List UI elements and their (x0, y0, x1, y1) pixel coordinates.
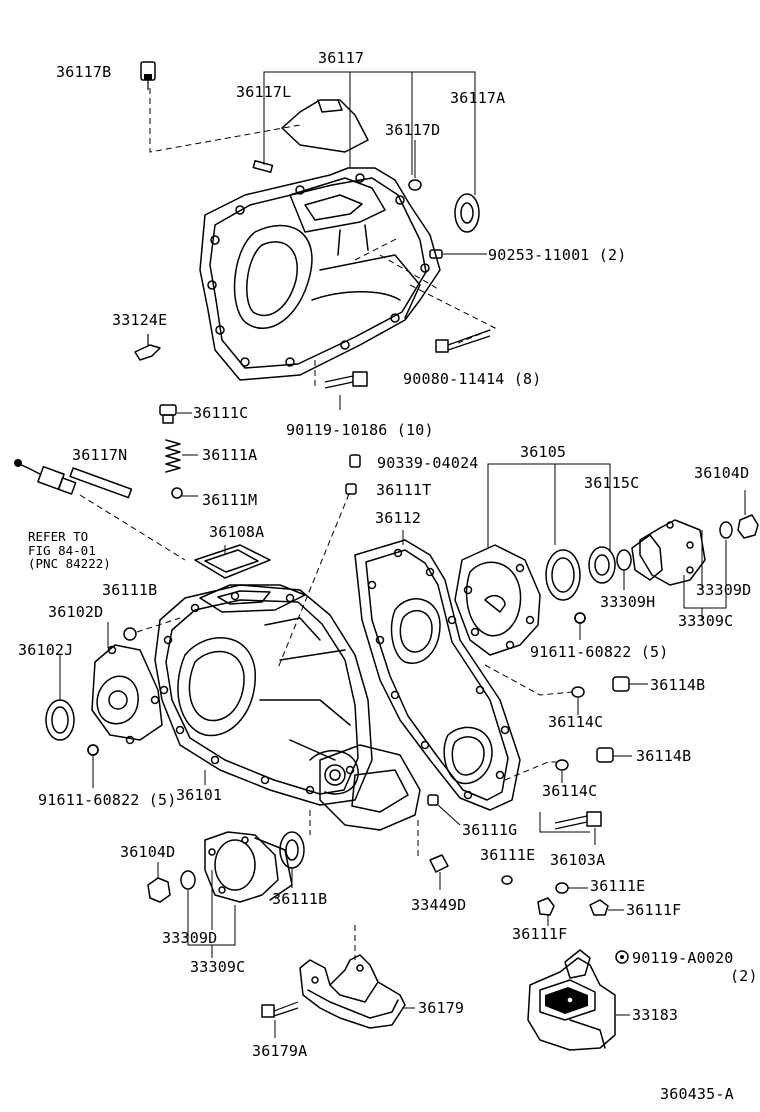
diagram-id: 360435-A (660, 1085, 734, 1103)
label-36111M: 36111M (202, 491, 258, 509)
case-cover-36112 (354, 530, 521, 811)
label-36114C-2: 36114C (542, 782, 598, 800)
extension-housing-36117 (199, 167, 441, 381)
label-33309H: 33309H (600, 593, 656, 611)
label-90119-10186: 90119-10186 (10) (286, 421, 434, 439)
label-36117: 36117 (318, 49, 365, 67)
label-36104D-left: 36104D (120, 843, 176, 861)
label-36104D-right: 36104D (694, 464, 750, 482)
label-36111T: 36111T (376, 481, 432, 499)
label-90119-A0020: 90119-A0020 (632, 949, 734, 967)
label-36111B-bottom: 36111B (272, 890, 328, 908)
label-33309C-right: 33309C (678, 612, 734, 630)
label-36111A: 36111A (202, 446, 258, 464)
label-91611-60822-right: 91611-60822 (5) (530, 643, 669, 661)
label-36117A: 36117A (450, 89, 506, 107)
label-36115C: 36115C (584, 474, 640, 492)
label-33183: 33183 (632, 1006, 679, 1024)
label-33124E: 33124E (112, 311, 168, 329)
label-33449D: 33449D (411, 896, 467, 914)
label-36101: 36101 (176, 786, 223, 804)
label-91611-60822-left: 91611-60822 (5) (38, 791, 177, 809)
label-36105: 36105 (520, 443, 567, 461)
small-parts-top (134, 61, 491, 389)
cover-36117L (281, 99, 369, 153)
label-90339-04024: 90339-04024 (377, 454, 479, 472)
refer-note-line2: FIG 84-01 (28, 542, 96, 558)
small-parts-bottom (417, 794, 624, 926)
label-90253-11001: 90253-11001 (2) (488, 246, 627, 264)
label-36114B-2: 36114B (636, 747, 692, 765)
label-36102D: 36102D (48, 603, 104, 621)
front-case-36101 (154, 584, 373, 806)
label-36117D: 36117D (385, 121, 441, 139)
label-36117B: 36117B (56, 63, 112, 81)
label-90080-11414: 90080-11414 (8) (403, 370, 542, 388)
rear-housing-36105 (454, 463, 759, 656)
label-36103A: 36103A (550, 851, 606, 869)
label-36179: 36179 (418, 999, 465, 1017)
bolt-markers (87, 612, 586, 756)
label-33309D-right: 33309D (696, 581, 752, 599)
label-36111F-1: 36111F (626, 901, 682, 919)
label-33309D-left: 33309D (162, 929, 218, 947)
label-36111F-2: 36111F (512, 925, 568, 943)
label-36111G: 36111G (462, 821, 518, 839)
refer-note-line3: (PNC 84222) (28, 556, 111, 571)
front-case-lower (319, 744, 421, 831)
label-36179A: 36179A (252, 1042, 308, 1060)
label-36111E-1: 36111E (480, 846, 536, 864)
plugs-36114 (484, 664, 648, 845)
label-36108A: 36108A (209, 523, 265, 541)
label-36111B-top: 36111B (102, 581, 158, 599)
label-36112: 36112 (375, 509, 422, 527)
leader-lines-top (149, 71, 497, 410)
mount-33183 (527, 949, 630, 1051)
mount-bracket-36179 (261, 925, 415, 1038)
label-33309C-left: 33309C (190, 958, 246, 976)
detent-parts (14, 404, 361, 669)
label-36117L: 36117L (236, 83, 292, 101)
label-36102J: 36102J (18, 641, 74, 659)
label-90119-A0020-qty: (2) (730, 967, 758, 985)
label-36117N: 36117N (72, 446, 128, 464)
label-36111C: 36111C (193, 404, 249, 422)
lower-flange-group (147, 810, 311, 958)
refer-note: REFER TO FIG 84-01 (PNC 84222) (28, 530, 111, 571)
label-36111E-2: 36111E (590, 877, 646, 895)
refer-note-line1: REFER TO (28, 529, 89, 544)
rear-cover-36102D (45, 617, 181, 788)
label-36114B-1: 36114B (650, 676, 706, 694)
label-36114C-1: 36114C (548, 713, 604, 731)
